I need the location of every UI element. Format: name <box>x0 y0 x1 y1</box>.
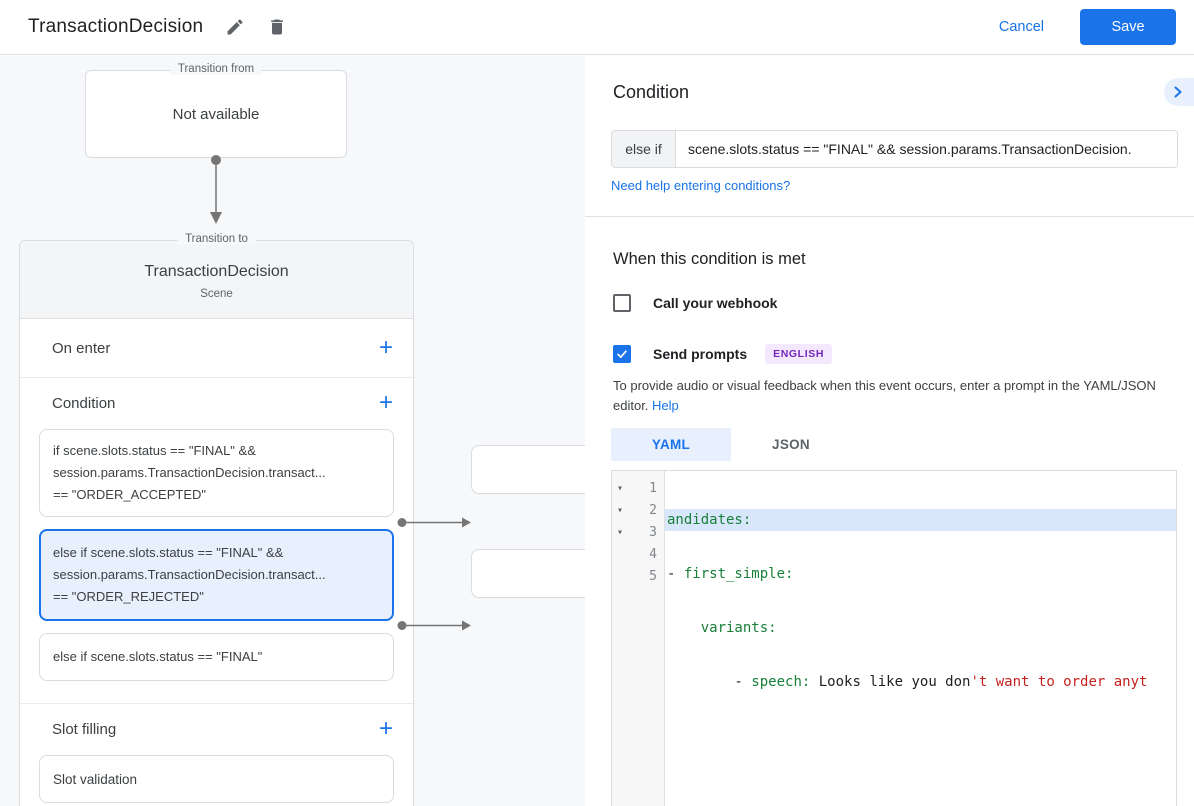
panel-title: Condition <box>613 82 690 102</box>
on-enter-section: On enter + <box>20 319 413 378</box>
condition-arrow-1 <box>397 517 471 528</box>
line-number: 4 <box>649 546 657 562</box>
code-line <box>665 725 1176 747</box>
line-number: 3 <box>649 524 657 540</box>
send-prompts-checkbox[interactable] <box>613 345 631 363</box>
webhook-row: Call your webhook <box>613 294 777 312</box>
code-line: - speech: Looks like you don't want to o… <box>667 674 1148 690</box>
webhook-checkbox[interactable] <box>613 294 631 312</box>
cancel-button[interactable]: Cancel <box>998 19 1044 35</box>
transition-to-legend: Transition to <box>177 233 256 245</box>
webhook-label: Call your webhook <box>653 295 778 311</box>
yaml-code-editor[interactable]: ▾ 1 ▾ 2 ▾ 3 4 5 andidates: - first_simple: … <box>611 470 1177 806</box>
when-condition-met-title: When this condition is met <box>613 250 806 268</box>
condition-arrow-2 <box>397 620 471 631</box>
code-line: variants: <box>700 620 777 636</box>
line-number: 1 <box>649 480 657 496</box>
fold-toggle-icon[interactable]: ▾ <box>617 482 624 494</box>
condition-help-link[interactable]: Need help entering conditions? <box>611 178 791 193</box>
line-number: 5 <box>649 568 657 584</box>
condition-expression-input[interactable] <box>676 131 1177 167</box>
send-prompts-label: Send prompts <box>653 346 748 362</box>
prompts-description: To provide audio or visual feedback when… <box>613 378 1156 413</box>
transition-from-value: Not available <box>172 105 260 123</box>
panel-divider <box>585 216 1194 217</box>
fold-toggle-icon[interactable]: ▾ <box>617 526 624 538</box>
collapse-panel-button[interactable] <box>1164 78 1194 106</box>
edit-icon[interactable] <box>225 17 245 37</box>
code-line: andidates: <box>665 509 1176 531</box>
save-button[interactable]: Save <box>1080 9 1176 45</box>
slot-validation-card[interactable]: Slot validation <box>39 755 394 803</box>
add-on-enter-button[interactable]: + <box>378 334 393 361</box>
transition-to-card: Transition to TransactionDecision Scene … <box>19 233 414 806</box>
condition-label: Condition <box>52 394 116 412</box>
condition-card-rejected-selected[interactable]: else if scene.slots.status == "FINAL" &&… <box>39 529 394 621</box>
fold-toggle-icon[interactable]: ▾ <box>617 504 624 516</box>
transition-from-box[interactable]: Transition from Not available <box>85 63 347 158</box>
condition-section: Condition + if scene.slots.status == "FI… <box>20 378 413 704</box>
line-number: 2 <box>649 502 657 518</box>
slot-filling-section: Slot filling + Slot validation <box>20 704 413 806</box>
editor-gutter: ▾ 1 ▾ 2 ▾ 3 4 5 <box>612 471 665 806</box>
chevron-right-icon <box>1174 86 1182 98</box>
add-condition-button[interactable]: + <box>378 389 393 416</box>
transition-from-legend: Transition from <box>169 63 263 75</box>
slot-filling-label: Slot filling <box>52 720 117 738</box>
checkmark-icon <box>617 350 627 358</box>
transition-arrow-down <box>210 155 222 224</box>
condition-expression-row: else if <box>611 130 1178 168</box>
send-prompts-row: Send prompts ENGLISH <box>613 344 832 364</box>
scene-type-label: Scene <box>200 288 233 300</box>
scene-name: TransactionDecision <box>144 263 289 280</box>
on-enter-label: On enter <box>52 339 111 357</box>
condition-card-accepted[interactable]: if scene.slots.status == "FINAL" && sess… <box>39 429 394 517</box>
editor-code-area[interactable]: andidates: - first_simple: variants: - s… <box>665 471 1176 806</box>
condition-card-final[interactable]: else if scene.slots.status == "FINAL" <box>39 633 394 681</box>
code-line: - first_simple: <box>667 566 794 582</box>
add-slot-button[interactable]: + <box>378 715 393 742</box>
tab-yaml[interactable]: YAML <box>611 428 731 461</box>
prompts-help-link[interactable]: Help <box>652 397 679 413</box>
language-badge: ENGLISH <box>765 344 832 364</box>
tab-json[interactable]: JSON <box>772 437 810 452</box>
editor-format-tabs: YAML JSON <box>611 428 851 461</box>
delete-icon[interactable] <box>267 17 287 37</box>
top-bar: TransactionDecision Cancel Save <box>0 0 1194 55</box>
condition-prefix-label: else if <box>612 131 676 167</box>
page-title: TransactionDecision <box>28 16 204 37</box>
scene-header: TransactionDecision Scene <box>20 241 413 319</box>
condition-editor-panel: Condition else if Need help entering con… <box>585 56 1194 806</box>
